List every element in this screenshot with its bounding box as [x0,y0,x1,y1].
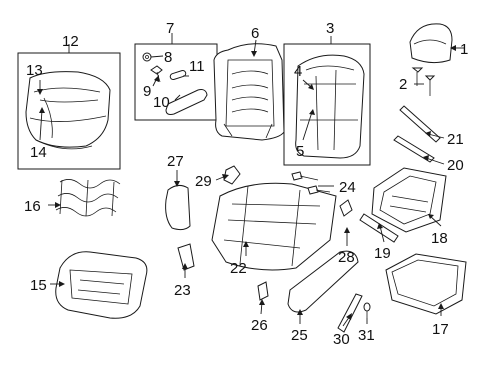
callout-11: 11 [189,58,205,75]
bolts-24-part [291,171,331,195]
callout-labels: 1 2 3 4 5 6 7 8 9 10 11 12 13 14 15 16 1… [24,20,468,348]
seatback-frame-part [213,43,285,141]
callout-19: 19 [374,245,391,262]
clip-28-part [339,199,353,217]
rail-20-part [393,135,435,163]
callout-31: 31 [358,327,375,344]
callout-15: 15 [30,277,47,294]
seat-track-frame-part [211,182,337,271]
seat-cushion-part [25,71,111,150]
callout-22: 22 [230,260,247,277]
callout-4: 4 [294,63,302,80]
callout-30: 30 [333,331,350,348]
callout-10: 10 [153,94,170,111]
handle-30-part [337,293,363,333]
side-cover-part [165,184,191,231]
callout-28: 28 [338,249,355,266]
callout-6: 6 [251,25,259,42]
leader-lines [37,33,464,327]
callout-13: 13 [26,62,43,79]
callout-20: 20 [447,157,464,174]
clip-26-part [257,281,269,301]
cushion-base-part [55,251,148,319]
clip-part [142,52,152,62]
callout-8: 8 [164,49,172,66]
callout-21: 21 [447,131,464,148]
callout-14: 14 [30,144,47,161]
callout-16: 16 [24,198,41,215]
callout-1: 1 [460,41,468,58]
callout-29: 29 [195,173,212,190]
bracket-23-part [177,243,195,271]
callout-12: 12 [62,33,79,50]
pin-part [169,69,187,81]
seatback-group-frame [283,43,371,166]
callout-23: 23 [174,282,191,299]
callout-7: 7 [166,20,174,37]
callout-27: 27 [167,153,184,170]
callout-24: 24 [339,179,356,196]
callout-18: 18 [431,230,448,247]
storage-tray-part [385,253,467,315]
callout-5: 5 [296,143,304,160]
callout-2: 2 [399,76,407,93]
callout-26: 26 [251,317,268,334]
callout-25: 25 [291,327,308,344]
seat-pan-part [371,167,447,233]
callout-17: 17 [432,321,449,338]
headrest-part [409,23,453,64]
callout-9: 9 [143,83,151,100]
callout-3: 3 [326,20,334,37]
lever-part [165,89,208,115]
screw-31-part [363,302,371,318]
seatback-cover-part [295,54,365,159]
rail-21-part [399,105,441,143]
side-trim-part [287,250,359,313]
headrest-guides-part [411,67,436,96]
spring-mat-part [55,179,121,217]
